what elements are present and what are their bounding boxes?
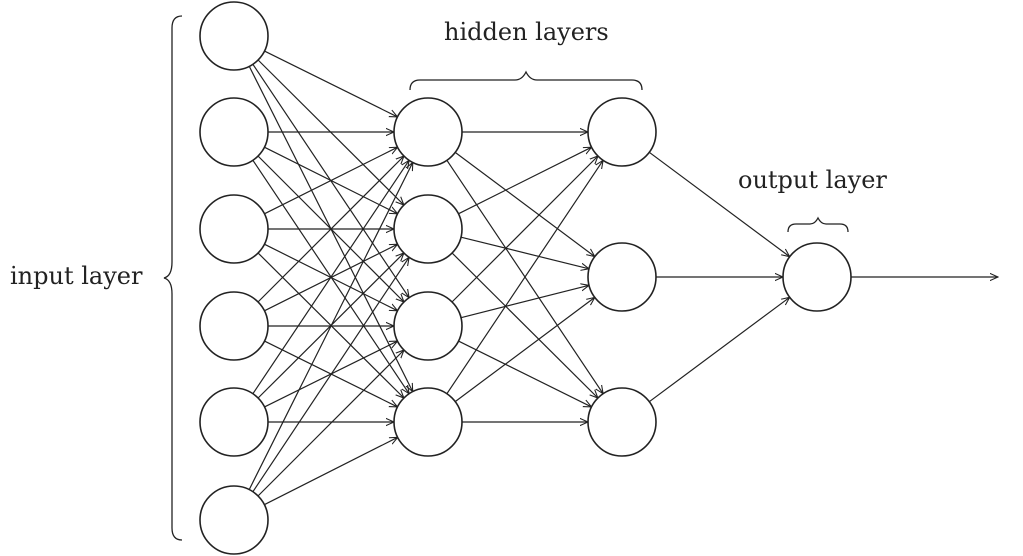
neurons [199, 1, 852, 555]
hidden-layers-label: hidden layers [444, 18, 609, 46]
output-layer-label: output layer [738, 166, 887, 194]
input-layer-label: input layer [10, 262, 143, 290]
hidden-2-neuron-2 [587, 242, 657, 312]
connection-input-6-to-hidden-1-4 [264, 437, 397, 506]
connection-hidden-1-2-to-hidden-2-3 [451, 252, 598, 398]
hidden-1-neuron-2 [393, 194, 463, 264]
connection-input-6-to-hidden-1-1 [248, 162, 413, 490]
input-neuron-2 [199, 97, 269, 167]
connection-hidden-1-3-to-hidden-2-1 [451, 156, 598, 303]
hidden-1-neuron-3 [393, 291, 463, 361]
hidden-1-neuron-4 [393, 387, 463, 457]
hidden-2-neuron-3 [587, 387, 657, 457]
connection-input-4-to-hidden-1-1 [257, 156, 404, 303]
connection-hidden-1-4-to-hidden-2-1 [446, 160, 603, 395]
output-neuron-1 [782, 242, 852, 312]
connection-input-6-to-hidden-1-2 [252, 257, 409, 493]
input-neuron-6 [199, 485, 269, 555]
connection-hidden-1-2-to-hidden-2-1 [458, 147, 591, 215]
hidden-2-neuron-1 [587, 97, 657, 167]
connection-input-1-to-hidden-1-1 [264, 50, 398, 117]
connection-hidden-1-2-to-hidden-2-2 [460, 236, 589, 269]
connection-hidden-1-3-to-hidden-2-2 [460, 285, 589, 319]
connection-hidden-2-1-to-output-1 [648, 151, 789, 256]
connection-input-6-to-hidden-1-3 [257, 350, 404, 497]
hidden-layers-brace [409, 70, 643, 91]
input-neuron-4 [199, 291, 269, 361]
connection-input-3-to-hidden-1-1 [264, 147, 397, 215]
input-neuron-3 [199, 194, 269, 264]
hidden-1-neuron-1 [393, 97, 463, 167]
output-layer-brace [787, 216, 849, 233]
input-neuron-1 [199, 1, 269, 71]
connection-hidden-1-4-to-hidden-2-2 [454, 297, 595, 403]
input-layer-brace [163, 15, 183, 541]
connection-hidden-1-3-to-hidden-2-3 [458, 340, 592, 407]
connection-input-5-to-hidden-1-1 [252, 160, 409, 395]
connection-hidden-2-3-to-output-1 [648, 297, 789, 403]
input-neuron-5 [199, 387, 269, 457]
connections [248, 50, 998, 506]
connection-hidden-1-1-to-hidden-2-2 [454, 151, 595, 256]
